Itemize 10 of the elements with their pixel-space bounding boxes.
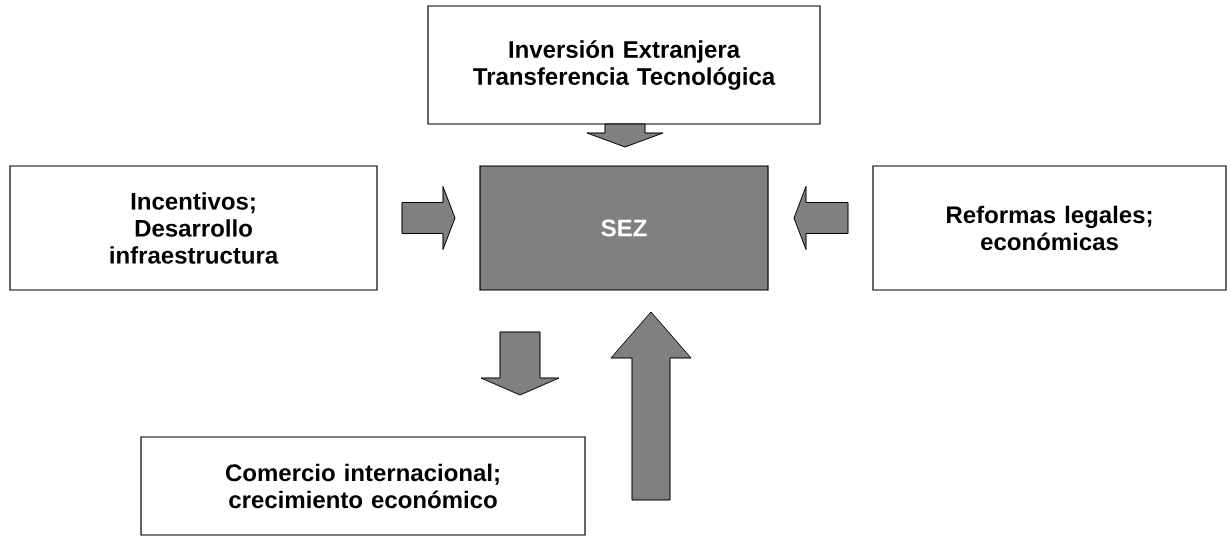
text-box: Comercio internacional; crecimiento económico <box>140 436 586 536</box>
block-arrow <box>586 123 664 148</box>
block-arrow <box>401 186 456 250</box>
block-arrow <box>610 311 692 501</box>
zone-box: SEZ <box>479 165 769 291</box>
block-arrow <box>480 331 560 396</box>
block-arrow <box>793 186 849 250</box>
text-box: Incentivos; Desarrollo infraestructura <box>9 165 378 291</box>
text-box: Inversión Extranjera Transferencia Tecnológica <box>427 5 821 125</box>
text-box: Reformas legales; económicas <box>872 165 1227 291</box>
